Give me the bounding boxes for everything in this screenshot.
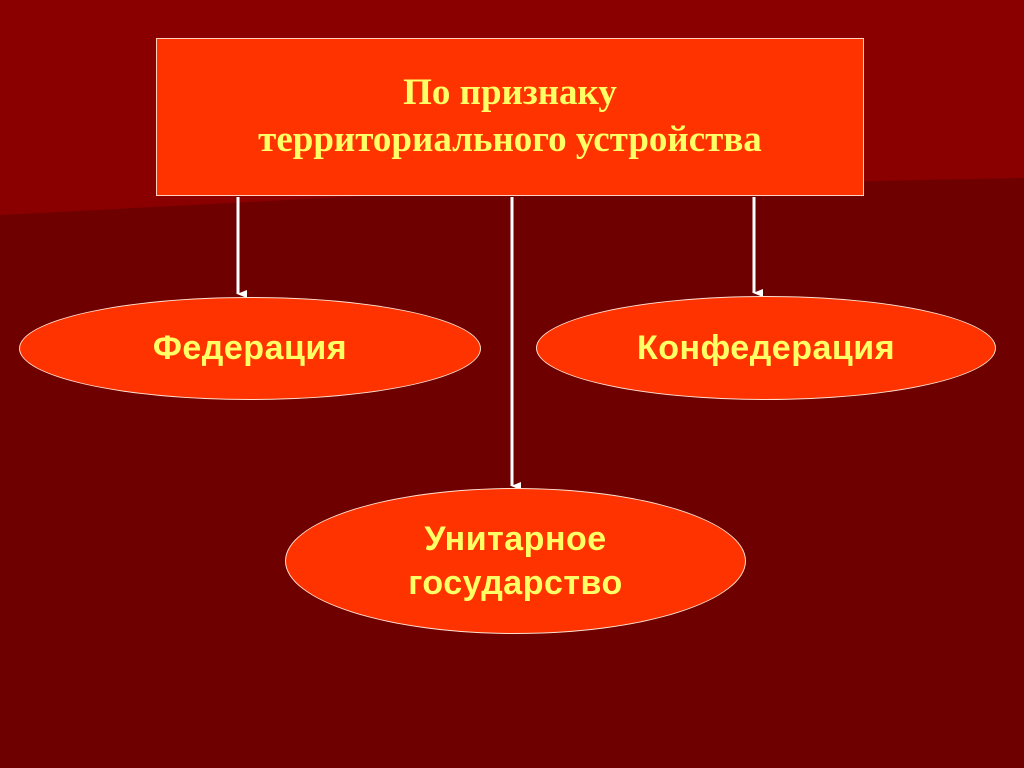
title-box: По признаку территориального устройства (156, 38, 864, 196)
unitary-label-line-1: Унитарное (424, 519, 607, 558)
unitary-state-node: Унитарное государство (285, 488, 746, 634)
confederation-node: Конфедерация (536, 296, 996, 400)
confederation-label: Конфедерация (636, 328, 896, 367)
unitary-label-line-2: государство (408, 564, 623, 602)
federation-node: Федерация (19, 297, 481, 400)
federation-label: Федерация (152, 329, 348, 368)
title-line-1: По признаку (403, 72, 617, 114)
title-line-2: территориального устройства (258, 119, 762, 160)
